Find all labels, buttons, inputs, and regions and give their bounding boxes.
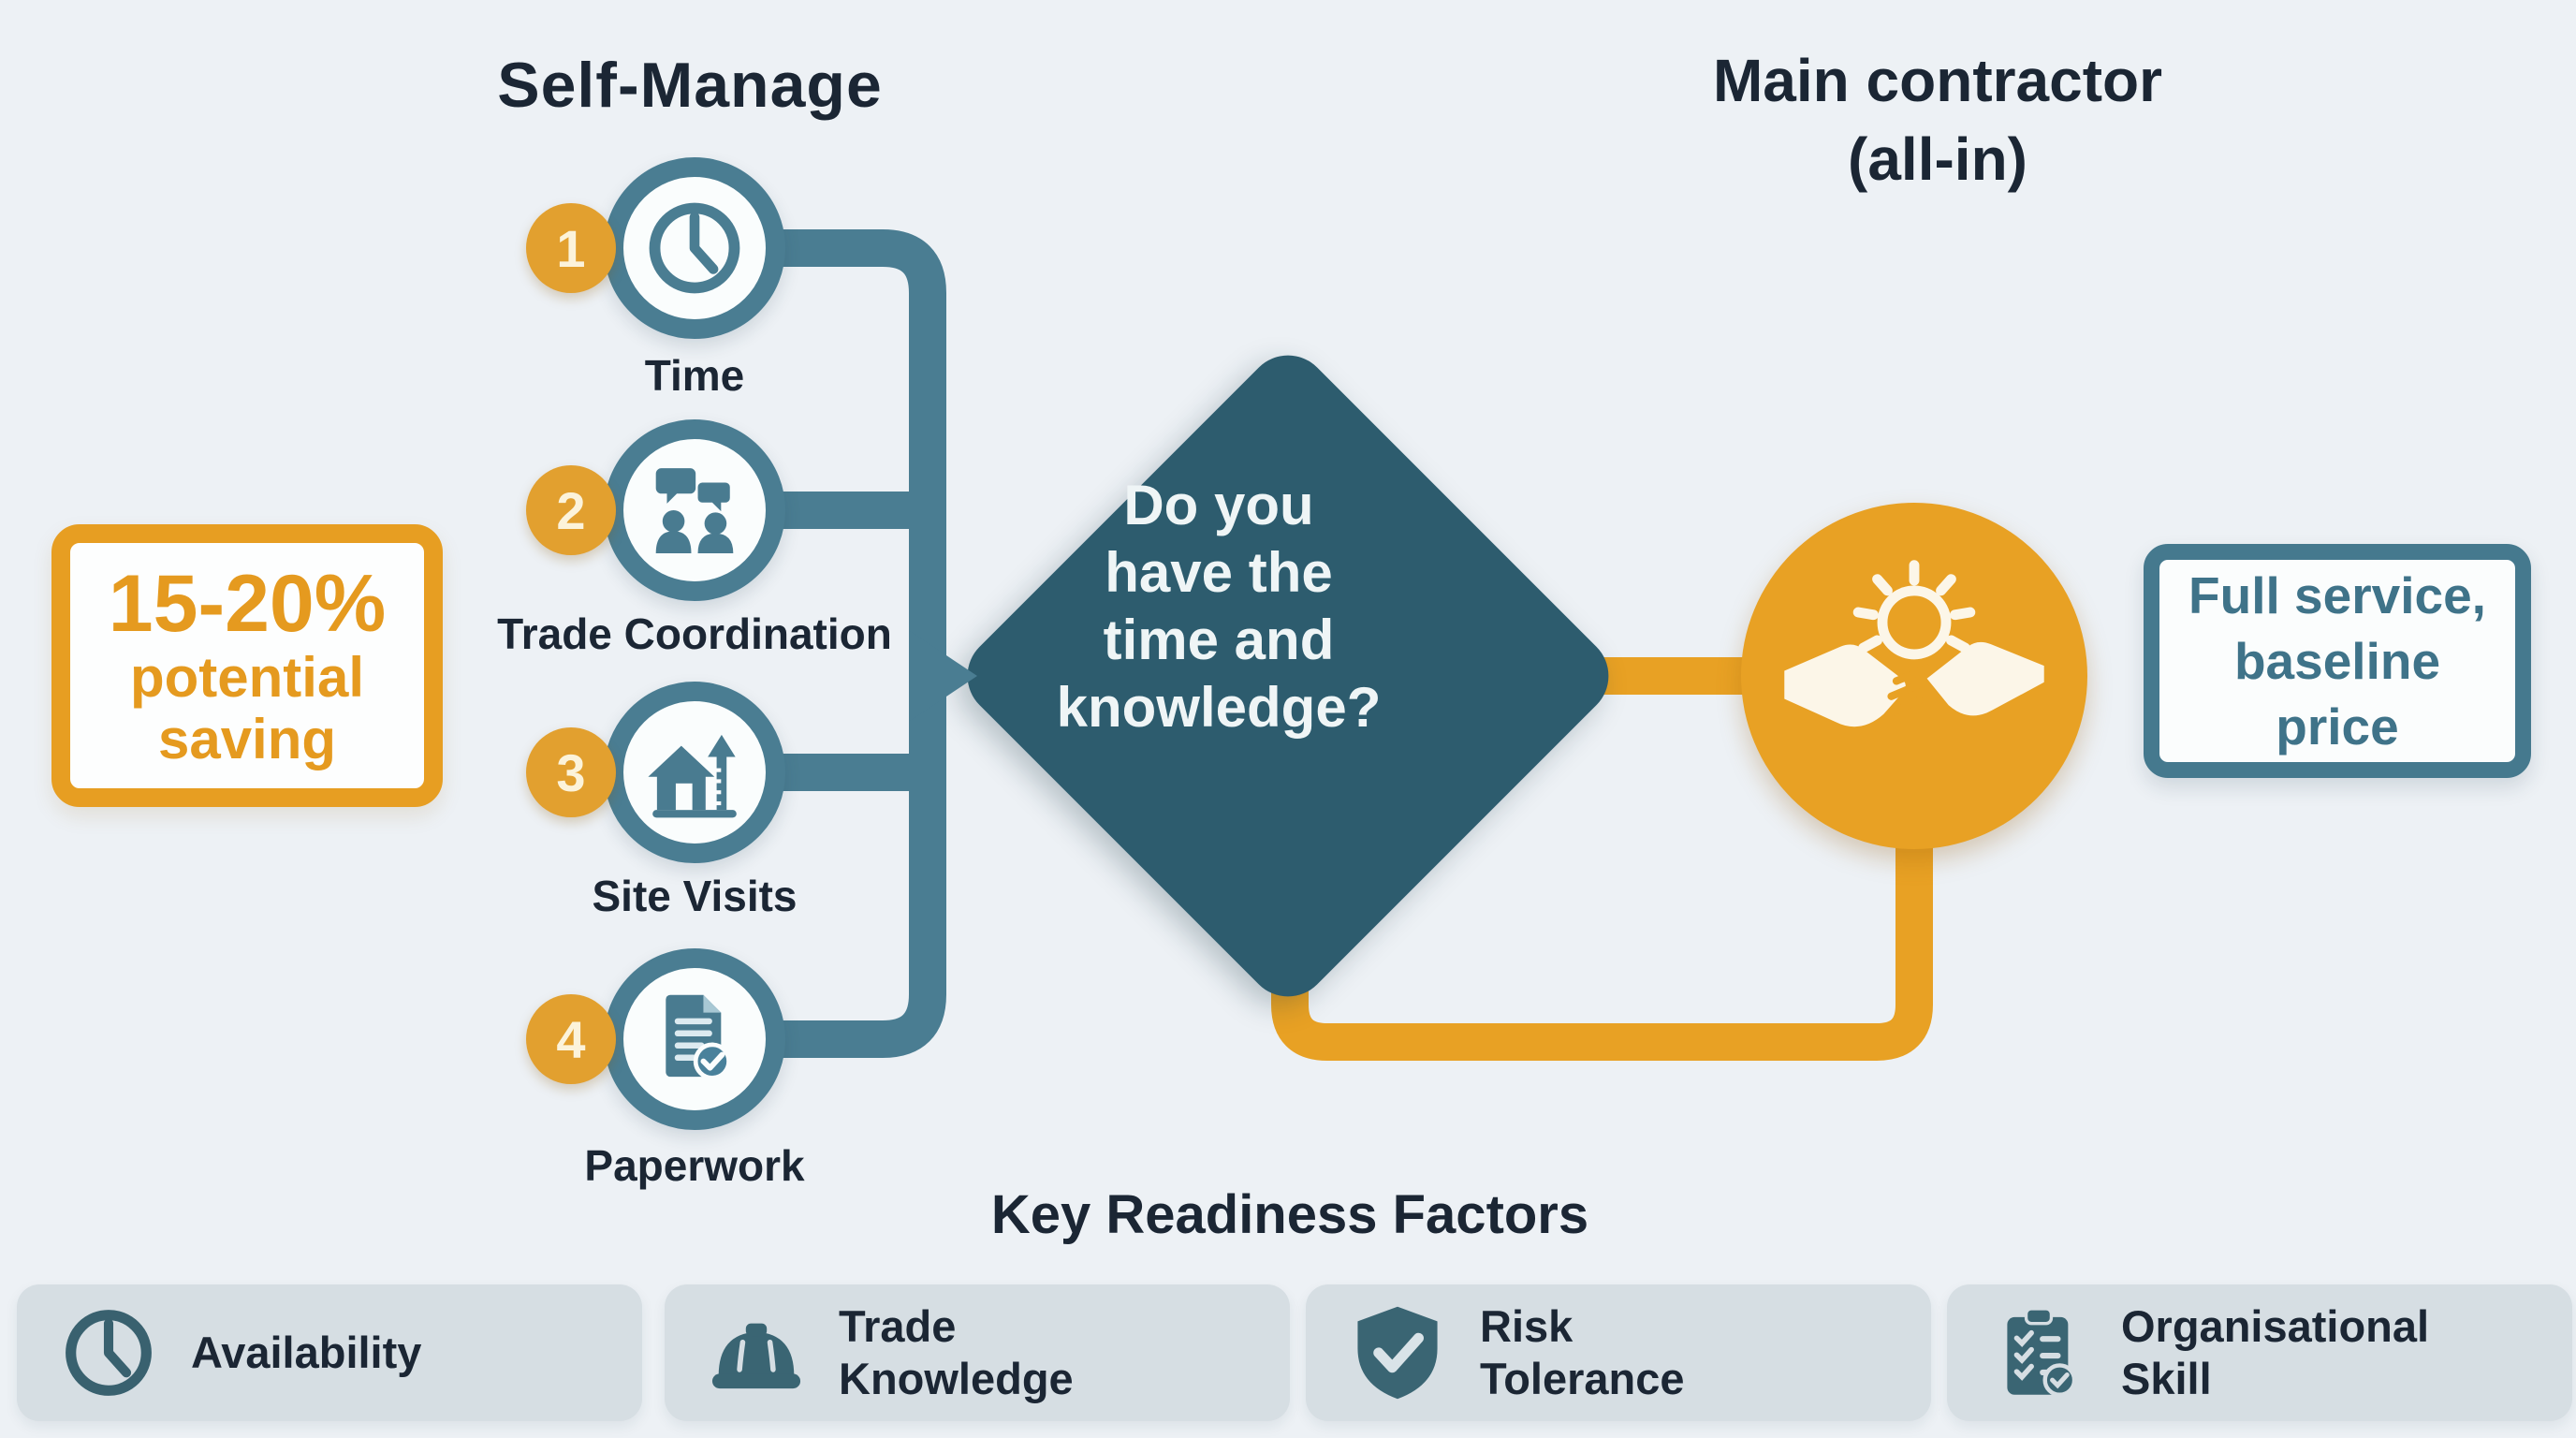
- contractor-circle: [1741, 503, 2087, 849]
- readiness-title: Key Readiness Factors: [990, 1184, 1589, 1245]
- saving-word-1: potential: [130, 646, 364, 709]
- decision-line: Do you: [1123, 474, 1314, 536]
- factor-label: Risk Tolerance: [1480, 1300, 1685, 1405]
- benefit-line-3: price: [2276, 697, 2399, 756]
- benefit-line-2: baseline: [2233, 632, 2441, 690]
- document-check-icon: [666, 994, 731, 1080]
- node-label-time: Time: [644, 351, 745, 400]
- badge-number: 3: [556, 742, 586, 802]
- factor-label-line1: Trade: [839, 1301, 957, 1351]
- factor-label-line1: Risk: [1480, 1301, 1573, 1351]
- node-number-badge: 2: [526, 465, 616, 555]
- node-number-badge: 4: [526, 994, 616, 1084]
- badge-number: 2: [556, 480, 586, 540]
- benefit-line-1: Full service,: [2188, 566, 2486, 624]
- node-label-site-visits: Site Visits: [592, 872, 798, 920]
- shield-check-icon: [1357, 1306, 1438, 1400]
- people-chat-icon: [655, 468, 734, 554]
- hardhat-icon: [711, 1323, 801, 1389]
- factor-label-line1: Availability: [191, 1328, 422, 1377]
- node-time: [604, 157, 785, 339]
- factor-label: Trade Knowledge: [839, 1300, 1074, 1405]
- right-column-title: Main contractor (all-in): [1713, 41, 2162, 198]
- decision-line: knowledge?: [1056, 676, 1382, 739]
- right-column-title-line2: (all-in): [1848, 125, 2027, 193]
- factor-label: Availability: [191, 1327, 421, 1379]
- house-arrow-icon: [648, 734, 737, 818]
- saving-percent: 15-20%: [108, 559, 387, 649]
- left-column-title: Self-Manage: [497, 50, 883, 121]
- factor-label-line2: Skill: [2121, 1354, 2212, 1403]
- contractor-benefit-box: Full service, baseline price: [2144, 544, 2531, 778]
- saving-word-2: saving: [157, 708, 337, 770]
- node-label-paperwork: Paperwork: [584, 1141, 805, 1190]
- node-trade-coordination: [604, 419, 785, 601]
- clock-icon: [649, 202, 740, 294]
- clipboard-check-icon: [2007, 1307, 2077, 1398]
- factor-card-trade-knowledge: Trade Knowledge: [665, 1284, 1290, 1421]
- decision-line: have the: [1105, 541, 1333, 604]
- node-label-trade-coordination: Trade Coordination: [497, 609, 892, 658]
- factor-label-line2: Tolerance: [1480, 1354, 1685, 1403]
- decision-question: Do you have the time and knowledge?: [919, 472, 1518, 741]
- right-column-title-line1: Main contractor: [1712, 47, 2163, 114]
- node-number-badge: 3: [526, 727, 616, 817]
- clock-icon: [66, 1310, 152, 1396]
- factor-card-organisational-skill: Organisational Skill: [1947, 1284, 2572, 1421]
- node-number-badge: 1: [526, 203, 616, 293]
- factor-label-line2: Knowledge: [839, 1354, 1074, 1403]
- factor-card-risk-tolerance: Risk Tolerance: [1306, 1284, 1931, 1421]
- badge-number: 4: [556, 1009, 586, 1069]
- badge-number: 1: [556, 218, 586, 278]
- node-paperwork: [604, 948, 785, 1130]
- factor-card-availability: Availability: [17, 1284, 642, 1421]
- saving-box: 15-20% potential saving: [51, 524, 443, 807]
- node-site-visits: [604, 682, 785, 863]
- handshake-gear-icon: [1784, 560, 2044, 727]
- decision-line: time and: [1103, 609, 1335, 671]
- factor-label-line1: Organisational: [2121, 1301, 2430, 1351]
- factor-label: Organisational Skill: [2121, 1300, 2429, 1405]
